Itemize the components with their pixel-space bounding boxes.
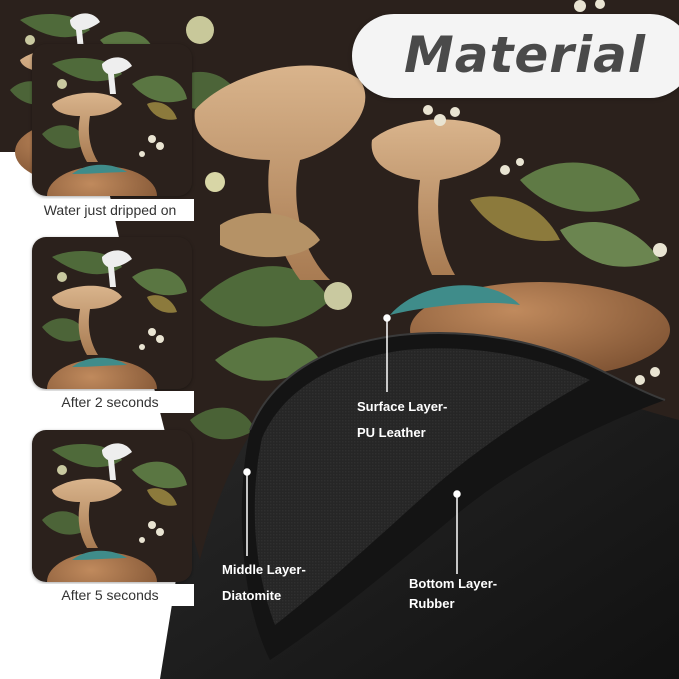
- thumbnail-water-dripped: [32, 44, 192, 196]
- label-middle-layer-line2: Diatomite: [222, 588, 282, 603]
- label-bottom-layer-line1: Bottom Layer-: [409, 576, 498, 591]
- layer-markers: [243, 314, 461, 574]
- thumbnail-after-5-seconds: [32, 430, 192, 582]
- label-surface-layer-line1: Surface Layer-: [357, 399, 448, 414]
- page-title: Material: [404, 26, 646, 84]
- title-pill: [352, 14, 679, 98]
- label-surface-layer: Surface Layer- PU Leather: [357, 394, 447, 446]
- caption-water-dripped: Water just dripped on: [26, 199, 194, 221]
- label-bottom-layer-line2: Rubber: [409, 596, 455, 611]
- label-middle-layer: Middle Layer- Diatomite: [222, 557, 306, 609]
- label-surface-layer-line2: PU Leather: [357, 425, 426, 440]
- caption-after-2-seconds: After 2 seconds: [26, 391, 194, 413]
- caption-after-5-seconds: After 5 seconds: [26, 584, 194, 606]
- fold-diatomite: [254, 348, 590, 625]
- label-middle-layer-line1: Middle Layer-: [222, 562, 306, 577]
- label-bottom-layer: Bottom Layer- Rubber: [409, 574, 497, 614]
- thumbnail-after-2-seconds: [32, 237, 192, 389]
- flower-group: [423, 0, 667, 385]
